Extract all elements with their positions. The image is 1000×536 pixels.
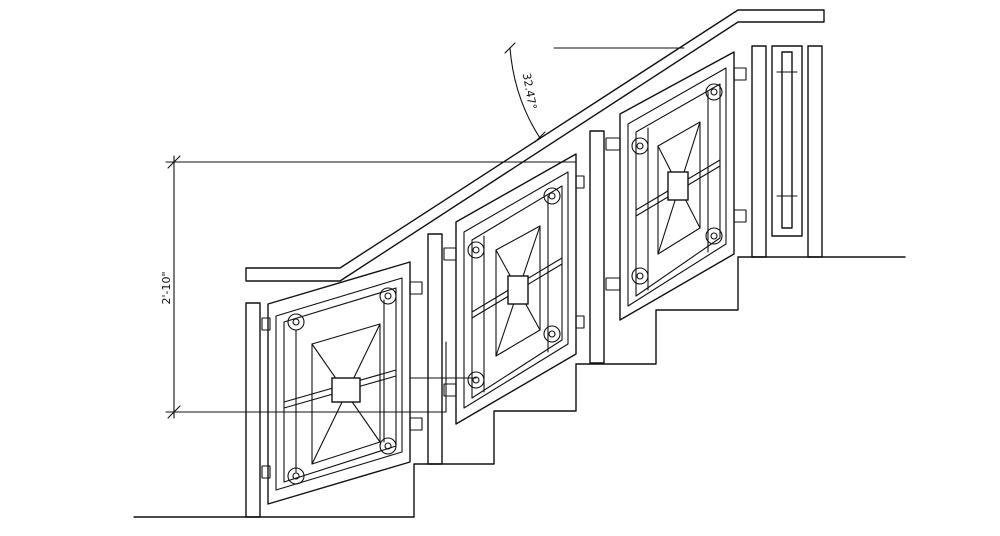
stair-outline (133, 256, 906, 518)
angle-arc (509, 47, 541, 139)
post-3 (589, 130, 605, 364)
height-dimension: 2'-10" (160, 155, 577, 419)
post-2 (427, 233, 443, 465)
stair-steps (413, 256, 906, 518)
railing-panel-1 (261, 261, 423, 505)
railing-panel-2 (443, 153, 585, 425)
height-dimension-label: 2'-10" (160, 271, 173, 304)
top-bar-detail (771, 45, 803, 237)
railing-panel-3 (605, 51, 747, 321)
post-5 (807, 45, 823, 258)
post-4 (751, 45, 767, 258)
handrail (245, 9, 825, 282)
panel-1-center-square (331, 377, 361, 403)
angle-dimension-label: 32.47° (520, 72, 539, 111)
bottom-post (245, 302, 261, 518)
panel-2-center-square (507, 275, 529, 305)
angle-dimension: 32.47° (504, 42, 685, 143)
panel-3-center-square (667, 171, 689, 201)
newel-posts (245, 45, 823, 518)
